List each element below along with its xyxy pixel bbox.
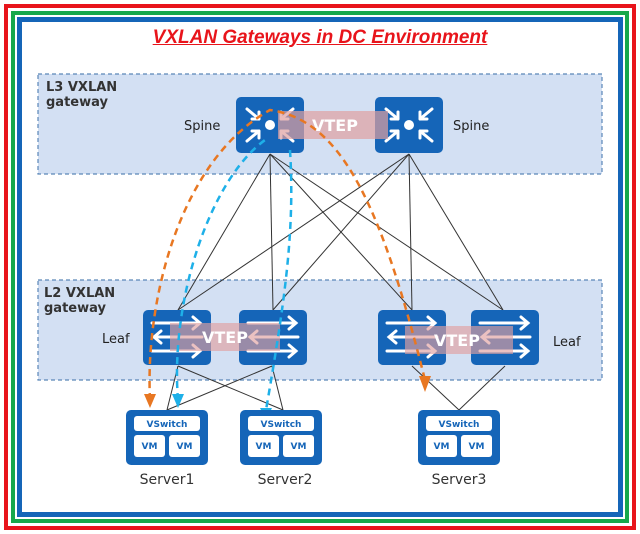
server-2-vm2: VM bbox=[291, 442, 307, 452]
server-1[interactable]: VSwitch VM VM bbox=[126, 410, 208, 465]
router-icon bbox=[384, 107, 434, 143]
server-1-label: Server1 bbox=[140, 472, 195, 488]
link-spine1-leaf2 bbox=[269, 153, 274, 311]
leaf-server-links bbox=[166, 365, 506, 411]
vswitch-box bbox=[134, 416, 200, 431]
inner-blue-border bbox=[17, 17, 623, 517]
spine-2[interactable] bbox=[375, 97, 443, 153]
spine-1-label: Spine bbox=[184, 119, 220, 134]
orange-dashed-path bbox=[148, 108, 427, 401]
l2-zone-label-line1: L2 VXLAN bbox=[44, 286, 115, 301]
diagram-title: VXLAN Gateways in DC Environment bbox=[152, 27, 488, 48]
spine-vtep-label: VTEP bbox=[312, 116, 358, 135]
link-leaf2-server2 bbox=[271, 365, 284, 411]
leaf-1-label: Leaf bbox=[102, 332, 130, 347]
server-3-vm1: VM bbox=[434, 442, 450, 452]
l3-gateway-zone: L3 VXLAN gateway bbox=[37, 73, 603, 175]
vm-box bbox=[248, 435, 279, 457]
link-spine2-leaf3 bbox=[408, 153, 413, 311]
spine-leaf-links bbox=[177, 153, 504, 311]
vswitch-box bbox=[426, 416, 492, 431]
leaf-vtep-label-2: VTEP bbox=[434, 331, 480, 350]
server-3-vswitch: VSwitch bbox=[439, 420, 480, 430]
leaf-vtep-tunnel-1: VTEP bbox=[170, 323, 280, 351]
blue-dashed-path-1 bbox=[175, 138, 266, 401]
blue-arrowhead-server1 bbox=[172, 394, 184, 408]
leaf-4-label: Leaf bbox=[553, 335, 581, 350]
vm-box bbox=[169, 435, 200, 457]
server-2-label: Server2 bbox=[258, 472, 313, 488]
spine-2-label: Spine bbox=[453, 119, 489, 134]
vswitch-box bbox=[248, 416, 314, 431]
orange-arrowhead-server3 bbox=[419, 376, 431, 392]
server-2-vm1: VM bbox=[256, 442, 272, 452]
link-spine2-leaf2 bbox=[272, 153, 410, 311]
link-spine2-leaf1 bbox=[177, 153, 410, 311]
traffic-path-orange bbox=[148, 108, 427, 401]
link-leaf1-server2 bbox=[177, 365, 284, 411]
server-3-vm2: VM bbox=[469, 442, 485, 452]
server-2-vswitch: VSwitch bbox=[261, 420, 302, 430]
spine-vtep-tunnel: VTEP bbox=[278, 111, 388, 139]
vm-box bbox=[426, 435, 457, 457]
link-spine1-leaf1 bbox=[177, 153, 271, 311]
server-3-label: Server3 bbox=[432, 472, 487, 488]
server-1-vm2: VM bbox=[177, 442, 193, 452]
link-leaf4-server3 bbox=[458, 365, 506, 411]
l2-zone-label-line2: gateway bbox=[44, 301, 106, 316]
traffic-path-blue bbox=[175, 138, 293, 411]
blue-dashed-path-2 bbox=[264, 149, 293, 411]
server-2[interactable]: VSwitch VM VM bbox=[240, 410, 322, 465]
leaf-vtep-tunnel-2: VTEP bbox=[405, 326, 513, 354]
vm-box bbox=[461, 435, 492, 457]
middle-green-border bbox=[11, 11, 629, 523]
outer-red-border bbox=[4, 4, 636, 530]
server-1-vswitch: VSwitch bbox=[147, 420, 188, 430]
orange-arrowhead-server1 bbox=[144, 394, 156, 408]
link-spine2-leaf4 bbox=[408, 153, 504, 311]
l3-zone-label-line1: L3 VXLAN bbox=[46, 80, 117, 95]
vm-box bbox=[283, 435, 314, 457]
server-1-vm1: VM bbox=[142, 442, 158, 452]
l3-zone-label-line2: gateway bbox=[46, 95, 108, 110]
link-spine1-leaf4 bbox=[269, 153, 504, 311]
link-leaf2-server1 bbox=[166, 365, 273, 411]
link-leaf3-server3 bbox=[411, 365, 460, 411]
vm-box bbox=[134, 435, 165, 457]
leaf-vtep-label-1: VTEP bbox=[202, 328, 248, 347]
server-3[interactable]: VSwitch VM VM bbox=[418, 410, 500, 465]
